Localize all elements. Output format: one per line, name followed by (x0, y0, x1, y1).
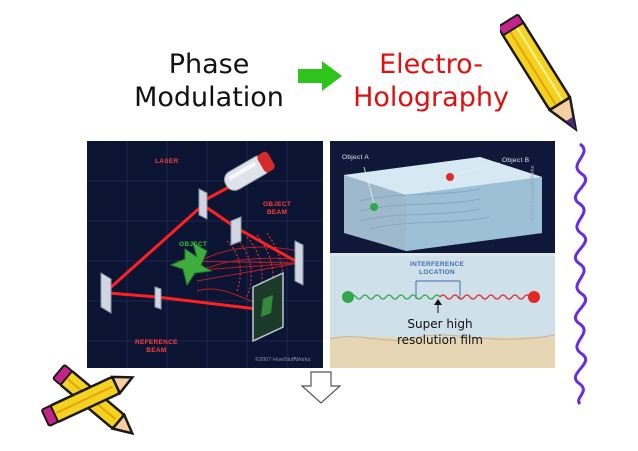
phase-modulation-title: Phase Modulation (134, 49, 284, 113)
object-label: OBJECT (179, 241, 208, 248)
holo-panel-credit: ©2007 HowStuffWorks (530, 165, 536, 221)
crossed-pencils-icon (41, 364, 135, 436)
down-arrow-icon (300, 371, 342, 404)
pencil-icon (500, 14, 578, 133)
laser-panel-credit: ©2007 HowStuffWorks (255, 357, 311, 363)
holography-illustration: Object A Object B INTERFERENCE LOCATION … (330, 141, 555, 368)
electro-holography-title: Electro- Holography (353, 49, 509, 113)
laser-setup-drawing (87, 141, 323, 368)
object-a-label: Object A (342, 154, 369, 161)
reference-beam-label: REFERENCE BEAM (135, 339, 178, 354)
green-arrow-icon (298, 61, 342, 91)
interference-drawing (330, 141, 555, 368)
object-beam-label: OBJECT BEAM (263, 201, 292, 216)
hologram-recording-illustration: LASER OBJECT BEAM OBJECT REFERENCE BEAM … (87, 141, 323, 368)
film-caption: Super high resolution film (397, 317, 483, 347)
laser-label: LASER (155, 158, 179, 165)
interference-location-label: INTERFERENCE LOCATION (410, 261, 465, 276)
decorative-squiggle (573, 142, 588, 406)
object-b-label: Object B (502, 157, 530, 164)
